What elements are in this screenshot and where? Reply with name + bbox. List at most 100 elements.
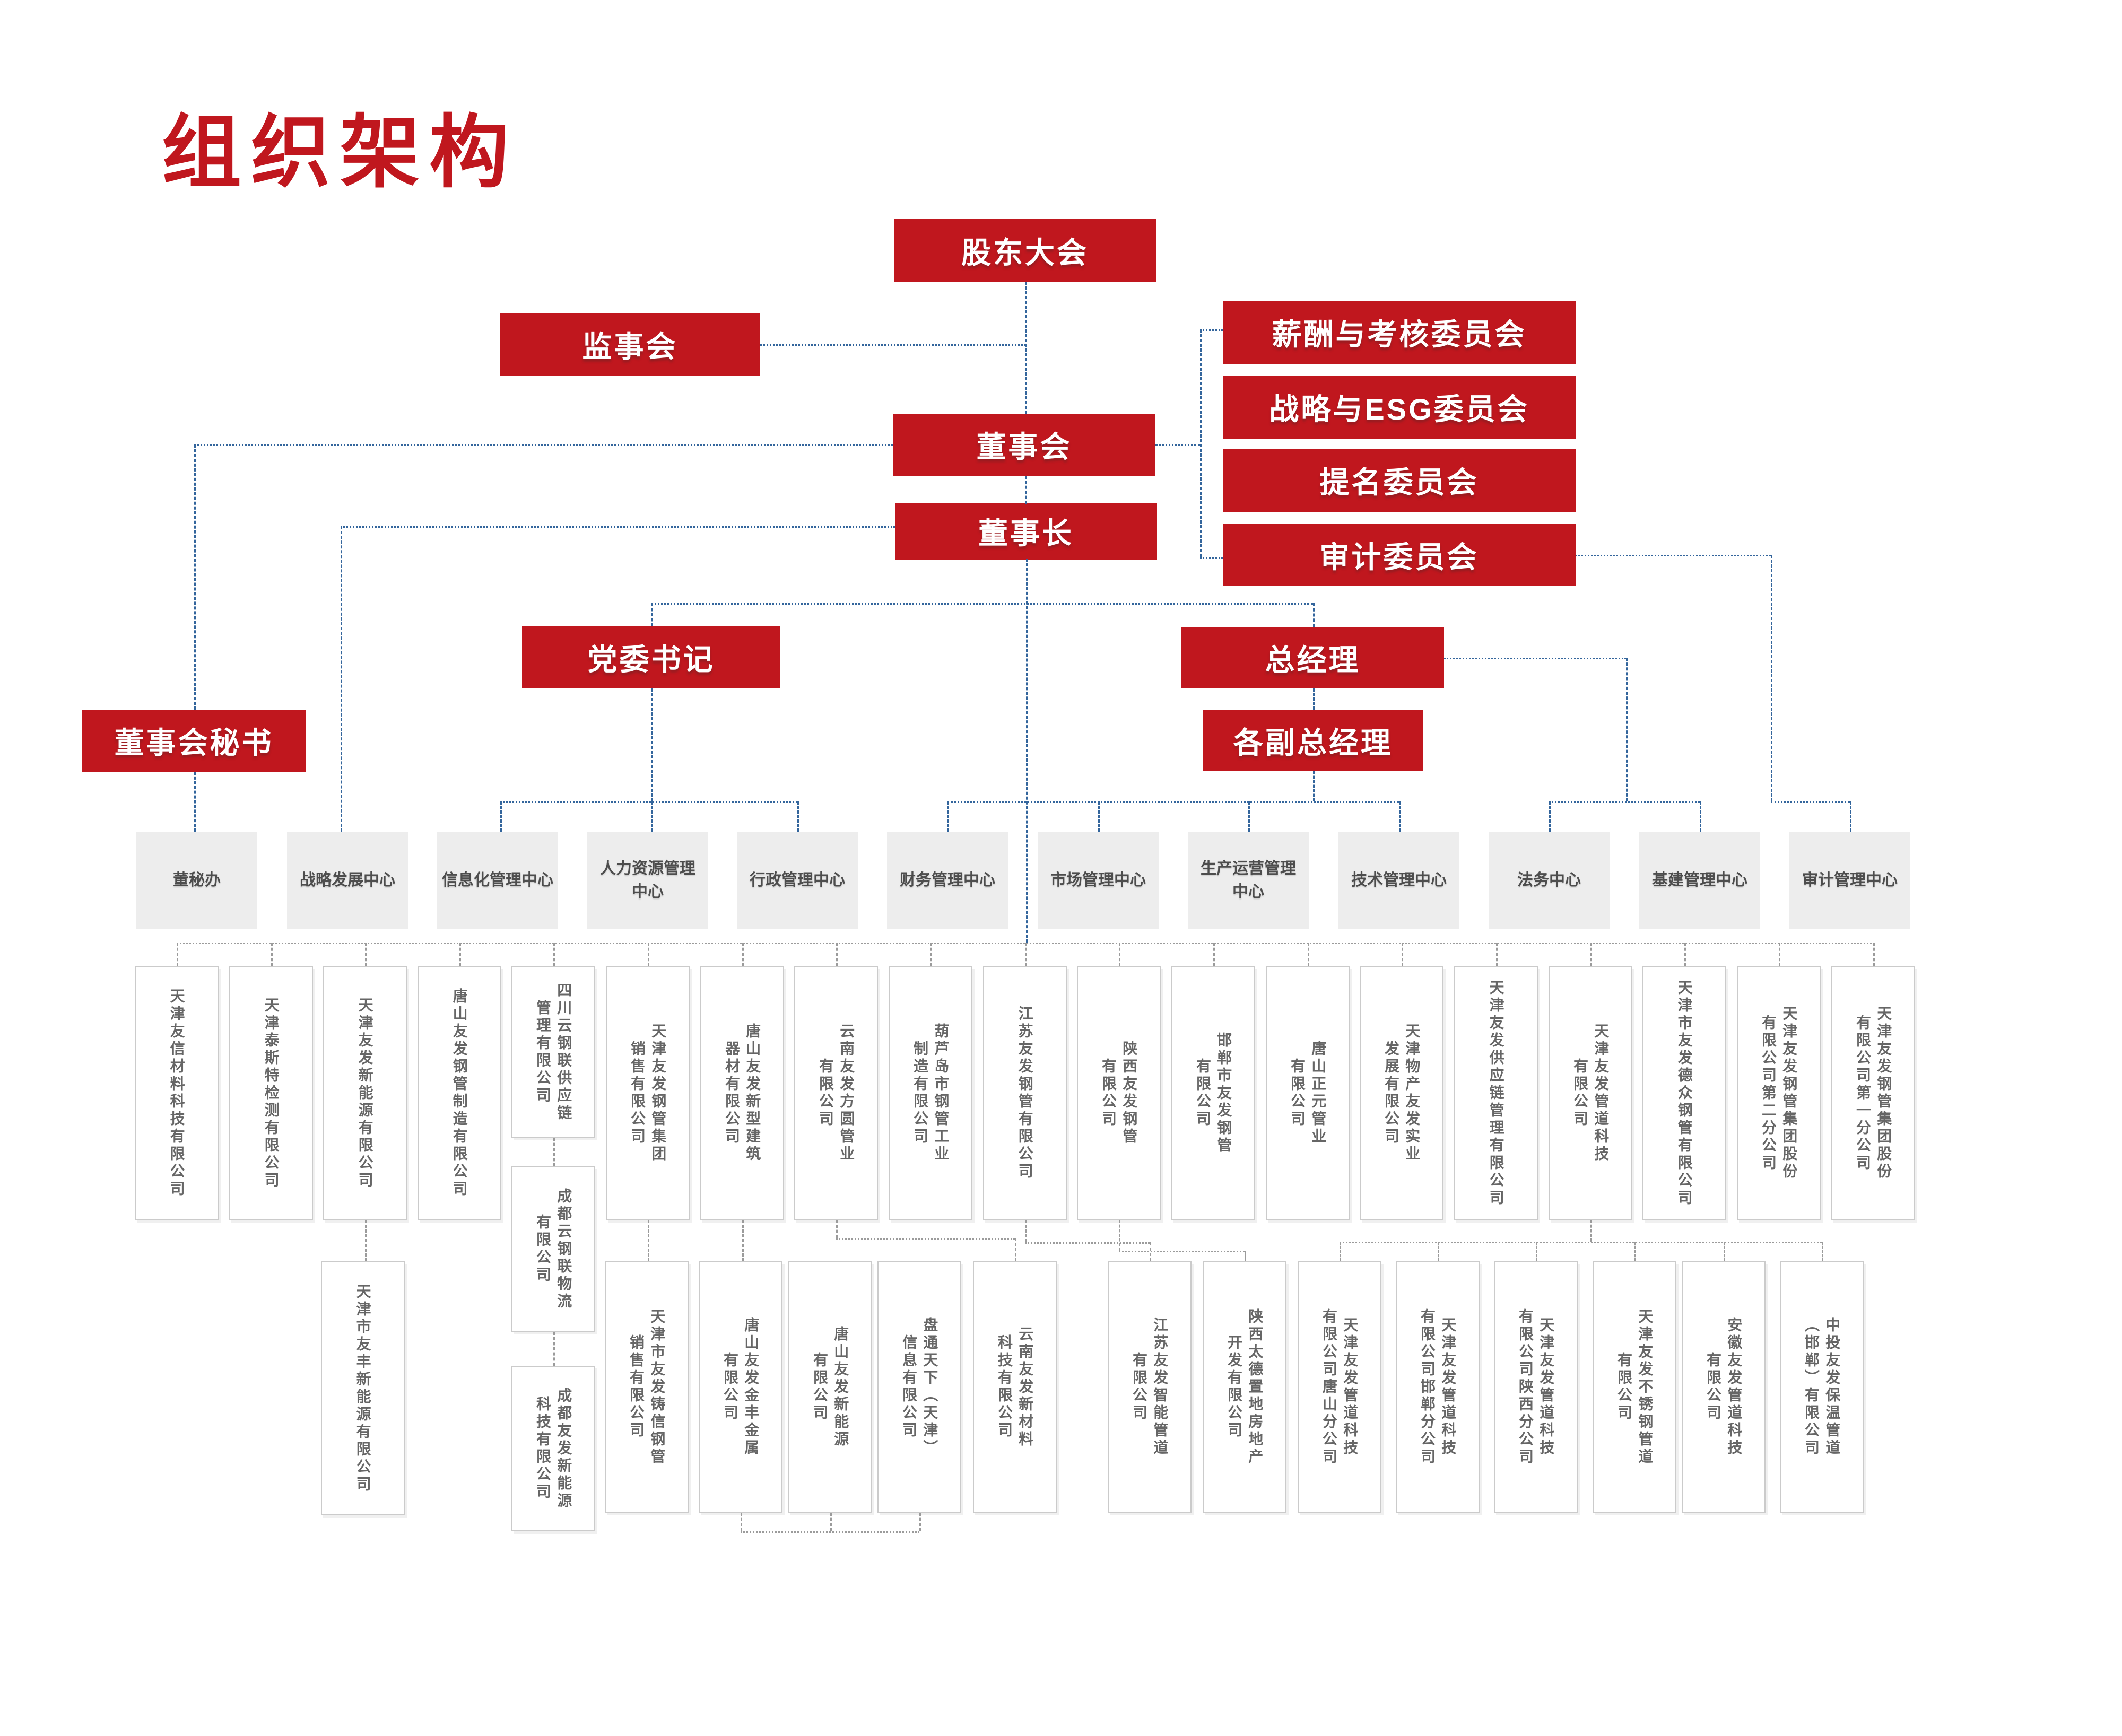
connector-h <box>194 444 893 446</box>
subsidiary-box: 天津友发新能源有限公司 <box>323 966 407 1220</box>
connector-v <box>1626 658 1628 801</box>
connector-v <box>1590 1220 1592 1242</box>
board-secretary-box: 董事会秘书 <box>82 710 306 772</box>
connector-v <box>1313 688 1315 710</box>
subsidiary-box: 唐山友发钢管制造有限公司 <box>418 966 501 1220</box>
connector-v <box>177 943 178 966</box>
connector-v <box>1098 801 1100 832</box>
subsidiary-box: 天津友发管道科技 有限公司陕西分公司 <box>1494 1261 1578 1513</box>
subsidiary-box: 天津友发供应链管理有限公司 <box>1454 966 1538 1220</box>
chairman-box: 董事长 <box>895 503 1157 560</box>
connector-v <box>836 1220 838 1238</box>
connector-v <box>365 943 367 966</box>
connector-v <box>1873 943 1875 966</box>
committee-box-audit: 审计委员会 <box>1223 524 1576 586</box>
connector-v <box>1684 943 1686 966</box>
subsidiary-box: 天津泰斯特检测有限公司 <box>229 966 313 1220</box>
connector-v <box>1200 329 1202 557</box>
department-box-tech: 技术管理中心 <box>1338 832 1459 929</box>
connector-v <box>553 1332 555 1366</box>
connector-v <box>1119 943 1120 966</box>
connector-v <box>930 943 932 966</box>
subsidiary-box: 天津友发管道科技 有限公司邯郸分公司 <box>1396 1261 1480 1513</box>
committee-box-remuneration: 薪酬与考核委员会 <box>1223 301 1576 364</box>
connector-v <box>1025 282 1027 414</box>
connector-v <box>1779 943 1780 966</box>
subsidiary-box: 盘通天下（天津） 信息有限公司 <box>877 1261 961 1513</box>
subsidiary-box: 天津友发不锈钢管道 有限公司 <box>1593 1261 1676 1513</box>
connector-v <box>1438 1242 1439 1261</box>
connector-v <box>194 772 196 832</box>
connector-v <box>830 1513 832 1531</box>
connector-h <box>1155 444 1200 446</box>
connector-v <box>1119 1220 1120 1251</box>
connector-v <box>553 1138 555 1166</box>
connector-h <box>1444 658 1626 659</box>
connector-v <box>836 943 838 966</box>
subsidiary-box: 云南友发新材料 科技有限公司 <box>973 1261 1057 1513</box>
subsidiary-box: 天津友发管道科技 有限公司唐山分公司 <box>1298 1261 1381 1513</box>
connector-v <box>651 603 653 626</box>
subsidiary-box: 云南友发方圆管业 有限公司 <box>794 966 878 1220</box>
subsidiary-box: 江苏友发钢管有限公司 <box>983 966 1067 1220</box>
connector-h <box>1549 801 1700 803</box>
connector-v <box>1245 1251 1246 1261</box>
connector-h <box>741 1531 919 1533</box>
connector-v <box>1700 801 1701 832</box>
subsidiary-box: 天津市友发德众钢管有限公司 <box>1642 966 1726 1220</box>
supervisory-board-box: 监事会 <box>500 313 760 376</box>
connector-h <box>1576 555 1771 556</box>
department-box-admin: 行政管理中心 <box>737 832 858 929</box>
department-box-finance: 财务管理中心 <box>887 832 1008 929</box>
connector-v <box>1399 801 1401 832</box>
connector-v <box>1549 801 1551 832</box>
department-box-audit: 审计管理中心 <box>1789 832 1910 929</box>
department-box-hr: 人力资源管理 中心 <box>587 832 708 929</box>
subsidiary-box: 陕西友发钢管 有限公司 <box>1077 966 1161 1220</box>
connector-h <box>341 526 895 528</box>
board-of-directors-box: 董事会 <box>893 414 1155 476</box>
subsidiary-box: 安徽友发管道科技 有限公司 <box>1682 1261 1766 1513</box>
connector-v <box>194 444 196 710</box>
connector-v <box>797 801 799 832</box>
subsidiary-box: 成都友发新能源 科技有限公司 <box>511 1366 595 1531</box>
connector-h <box>500 801 797 803</box>
connector-h <box>1771 801 1850 803</box>
connector-h <box>1340 1242 1822 1243</box>
connector-v <box>1313 771 1315 801</box>
connector-v <box>1025 1220 1027 1242</box>
committee-box-nomination: 提名委员会 <box>1223 449 1576 512</box>
subsidiary-box: 天津友信材料科技有限公司 <box>135 966 219 1220</box>
subsidiary-box: 唐山正元管业 有限公司 <box>1266 966 1350 1220</box>
connector-v <box>1724 1242 1725 1261</box>
subsidiary-box: 天津友发钢管集团 销售有限公司 <box>606 966 690 1220</box>
subsidiary-box: 成都云钢联物流 有限公司 <box>511 1166 595 1332</box>
connector-v <box>1015 1238 1016 1261</box>
connector-v <box>947 801 949 832</box>
connector-v <box>1590 943 1592 966</box>
subsidiary-box: 四川云钢联供应链 管理有限公司 <box>511 966 595 1138</box>
shareholders-meeting-box: 股东大会 <box>894 219 1156 282</box>
subsidiary-box: 天津市友丰新能源有限公司 <box>321 1261 405 1515</box>
connector-v <box>1026 559 1028 943</box>
subsidiary-box: 天津友发钢管集团股份 有限公司第一分公司 <box>1831 966 1915 1220</box>
subsidiary-box: 天津物产友发实业 发展有限公司 <box>1360 966 1443 1220</box>
connector-v <box>1025 943 1027 966</box>
connector-v <box>553 943 555 966</box>
connector-v <box>1313 603 1315 627</box>
connector-v <box>365 1220 367 1261</box>
connector-h <box>947 801 1399 803</box>
subsidiary-box: 天津市友发铸信钢管 销售有限公司 <box>605 1261 689 1513</box>
deputy-gm-box: 各副总经理 <box>1203 710 1423 771</box>
connector-v <box>742 943 744 966</box>
connector-v <box>1213 943 1215 966</box>
department-box-strategy: 战略发展中心 <box>287 832 408 929</box>
connector-v <box>1536 1242 1537 1261</box>
connector-v <box>1822 1242 1823 1261</box>
connector-h <box>1200 557 1223 559</box>
subsidiary-box: 天津友发钢管集团股份 有限公司第二分公司 <box>1737 966 1821 1220</box>
connector-v <box>500 801 502 832</box>
page-title: 组织架构 <box>162 108 519 197</box>
connector-h <box>836 1238 1015 1240</box>
subsidiary-box: 陕西太德置地房地产 开发有限公司 <box>1203 1261 1286 1513</box>
